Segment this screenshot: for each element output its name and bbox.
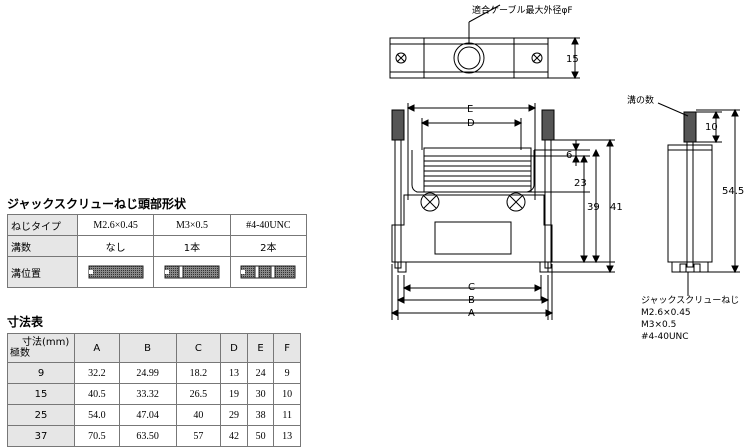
screw-head-no-slot-icon [88, 265, 144, 279]
top-height-value: 15 [566, 54, 579, 65]
corner-header-bottom: 極数 [10, 348, 30, 359]
pole-count-cell: 15 [7, 383, 75, 405]
groove-count-label: 溝の数 [627, 94, 654, 106]
table-row: 溝位置 [7, 256, 308, 288]
corner-header: 寸法(mm) 極数 [7, 333, 75, 363]
cable-diameter-label: 適合ケーブル最大外径φF [472, 4, 573, 16]
side-screw-label-title: ジャックスクリューねじ [641, 295, 739, 306]
col-header-a: A [74, 333, 120, 363]
dim-value-6: 6 [566, 150, 572, 161]
dim-label-b: B [468, 295, 475, 306]
screw-head-one-slot-icon [164, 265, 220, 279]
side-screw-label-line3: #4-40UNC [641, 332, 689, 342]
row-label-type: ねじタイプ [7, 214, 78, 236]
slot-count-3: 2本 [229, 235, 308, 257]
front-window [434, 221, 512, 255]
dimension-value-cell: 9 [273, 362, 301, 384]
dims-table-title: 寸法表 [7, 315, 44, 329]
row-label-position: 溝位置 [7, 256, 78, 288]
dim-value-10: 10 [705, 122, 718, 133]
dim-value-54-5: 54.5 [722, 186, 744, 197]
col-header-c: C [175, 333, 222, 363]
side-screw-label-line1: M2.6×0.45 [641, 308, 691, 318]
slot-image-one [153, 256, 231, 288]
row-label-slots: 溝数 [7, 235, 78, 257]
corner-header-top: 寸法(mm) [22, 337, 70, 348]
dim-label-d: D [467, 118, 475, 129]
connector-hood-drawing: 適合ケーブル最大外径φF 15 E D 6 23 39 41 C B A 溝の数… [389, 4, 744, 342]
dim-label-e: E [467, 104, 473, 115]
col-header-d: D [220, 333, 248, 363]
dim-value-39: 39 [587, 202, 600, 213]
slot-image-two [229, 256, 308, 288]
dim-label-c: C [468, 282, 475, 293]
table-row: 溝数 なし 1本 2本 [7, 235, 308, 257]
dim-label-a: A [468, 308, 475, 319]
dimension-value-cell: 33.32 [118, 383, 177, 405]
screw-head-table: ねじタイプ M2.6×0.45 M3×0.5 #4-40UNC 溝数 なし 1本… [7, 214, 308, 288]
dim-value-41: 41 [610, 202, 623, 213]
screw-table-title: ジャックスクリューねじ頭部形状 [7, 197, 187, 211]
slot-image-none [76, 256, 155, 288]
dim-value-23: 23 [574, 178, 587, 189]
table-row: ねじタイプ M2.6×0.45 M3×0.5 #4-40UNC [7, 214, 308, 236]
col-header-e: E [246, 333, 275, 363]
side-screw-label-line2: M3×0.5 [641, 320, 676, 330]
col-header-b: B [118, 333, 177, 363]
screw-head-two-slot-icon [240, 265, 296, 279]
pole-count-cell: 9 [7, 362, 75, 384]
